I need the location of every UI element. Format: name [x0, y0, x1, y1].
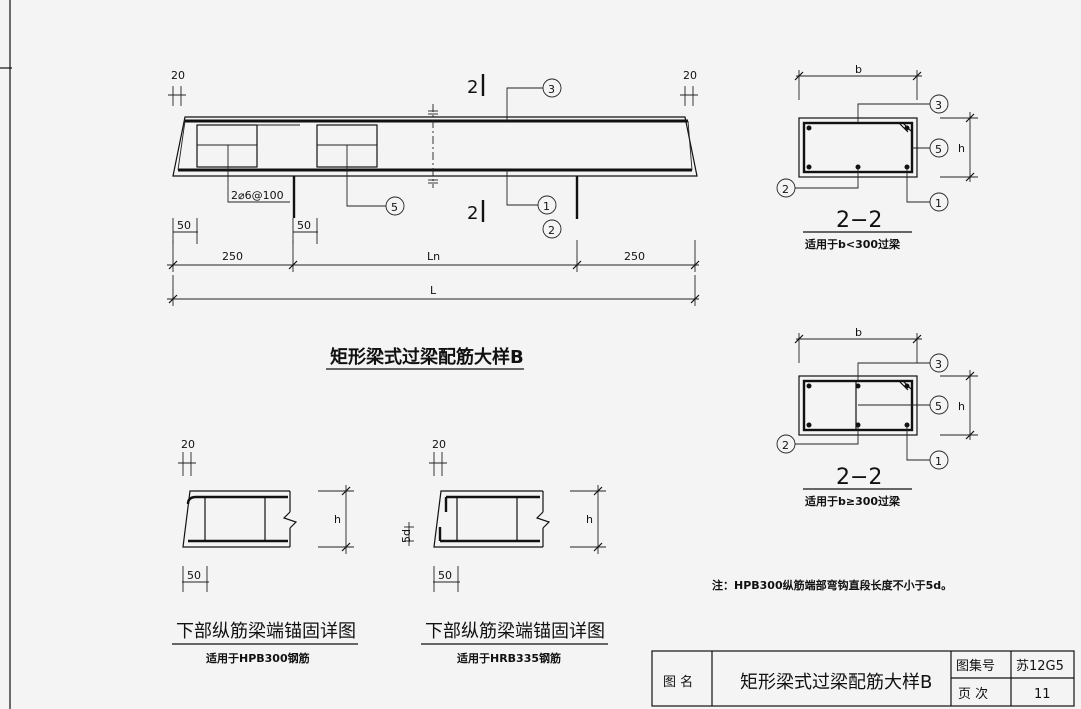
section-large: b h 3 5 2 1 2−2 适用于b≥300过梁: [776, 326, 978, 508]
dim-50-mid: 50: [292, 218, 318, 244]
dim-ln-text: Ln: [427, 250, 440, 263]
section-small-callout-3: 3: [935, 99, 942, 112]
title-block-name-value: 矩形梁式过梁配筋大样B: [740, 672, 932, 693]
section-small-callout-2: 2: [782, 183, 789, 196]
title-block-page-value: 11: [1034, 687, 1051, 702]
main-elevation: 20 20 2: [167, 69, 700, 370]
drawing-note: 注：HPB300纵筋端部弯钩直段长度不小于5d。: [712, 578, 952, 592]
dim-250-left-text: 250: [222, 250, 243, 263]
callout-2: 2: [542, 176, 579, 239]
dim-250-right-text: 250: [624, 250, 645, 263]
section-small-callout-5: 5: [935, 143, 942, 156]
anchor-hpb-subtitle: 适用于HPB300钢筋: [206, 651, 310, 665]
section-small-dim-b: b: [855, 63, 862, 76]
main-view-title: 矩形梁式过梁配筋大样B: [330, 346, 524, 368]
callout-3: 3: [506, 78, 562, 121]
svg-text:2: 2: [548, 224, 555, 237]
section-large-callout-1: 1: [935, 455, 942, 468]
title-block-atlas-label: 图集号: [956, 658, 995, 674]
section-large-callout-2: 2: [782, 439, 789, 452]
section-large-title: 2−2: [836, 465, 882, 490]
anchor-hrb-dim-5d: 5d: [400, 529, 413, 543]
section-large-callout-5: 5: [935, 400, 942, 413]
anchor-hrb-dim-h: h: [586, 513, 593, 526]
title-block-page-label: 页 次: [958, 686, 988, 702]
title-block-name-label: 图 名: [663, 674, 693, 690]
anchor-hpb-dim-50: 50: [187, 569, 201, 582]
section-large-dim-h: h: [958, 400, 965, 413]
stirrup-group-left: [196, 124, 300, 168]
svg-text:50: 50: [297, 219, 311, 232]
section-small: b h 3 5 2 1 2−2 适用于b<300过梁: [776, 63, 978, 251]
section-large-callout-3: 3: [935, 358, 942, 371]
svg-text:2: 2: [467, 203, 478, 224]
anchor-hrb-dim-20: 20: [432, 438, 446, 451]
anchor-hrb-title: 下部纵筋梁端锚固详图: [425, 621, 605, 642]
section-small-subtitle: 适用于b<300过梁: [805, 237, 901, 251]
section-large-subtitle: 适用于b≥300过梁: [805, 494, 901, 508]
anchor-hpb-dim-h: h: [334, 513, 341, 526]
svg-text:50: 50: [177, 219, 191, 232]
callout-5: 5: [346, 145, 405, 216]
anchor-hrb-dim-50: 50: [438, 569, 452, 582]
callout-1: 1: [506, 170, 557, 215]
svg-text:1: 1: [543, 200, 550, 213]
section-small-callout-1: 1: [935, 197, 942, 210]
anchor-hrb-subtitle: 适用于HRB335钢筋: [457, 651, 561, 665]
svg-text:5: 5: [391, 201, 398, 214]
anchor-detail-hpb: 20 h 50 下部纵筋梁端锚固详图 适用于HPB300钢筋: [172, 438, 358, 665]
section-small-dim-h: h: [958, 142, 965, 155]
svg-text:3: 3: [548, 83, 555, 96]
dim-top-left: 20: [168, 69, 186, 106]
section-small-title: 2−2: [836, 208, 882, 233]
dim-50-left: 50: [172, 218, 198, 244]
section-mark-bottom: 2: [467, 200, 485, 224]
section-large-inner-stirrup: [855, 380, 913, 431]
dim-l-text: L: [430, 284, 437, 297]
anchor-hpb-title: 下部纵筋梁端锚固详图: [176, 621, 356, 642]
section-mark-top: 2: [467, 74, 485, 98]
stirrup-label: 2⌀6@100: [227, 145, 290, 203]
dim-row-250-ln-250: 250 Ln 250: [167, 240, 700, 272]
title-block: 图 名 矩形梁式过梁配筋大样B 图集号 苏12G5 页 次 11: [651, 650, 1075, 707]
section-large-dim-b: b: [855, 326, 862, 339]
anchor-detail-hrb: 20 5d h 50 下部纵筋梁端锚固详图 适用于HRB335钢筋: [400, 438, 608, 665]
beam-outline: [172, 116, 698, 177]
dim-top-left-text: 20: [171, 69, 185, 82]
svg-text:2: 2: [467, 77, 478, 98]
title-block-atlas-value: 苏12G5: [1016, 658, 1064, 674]
dim-row-l: L: [167, 275, 700, 306]
dim-top-right: 20: [680, 69, 698, 106]
dim-top-right-text: 20: [683, 69, 697, 82]
anchor-hpb-dim-20: 20: [181, 438, 195, 451]
svg-text:2⌀6@100: 2⌀6@100: [231, 189, 284, 202]
